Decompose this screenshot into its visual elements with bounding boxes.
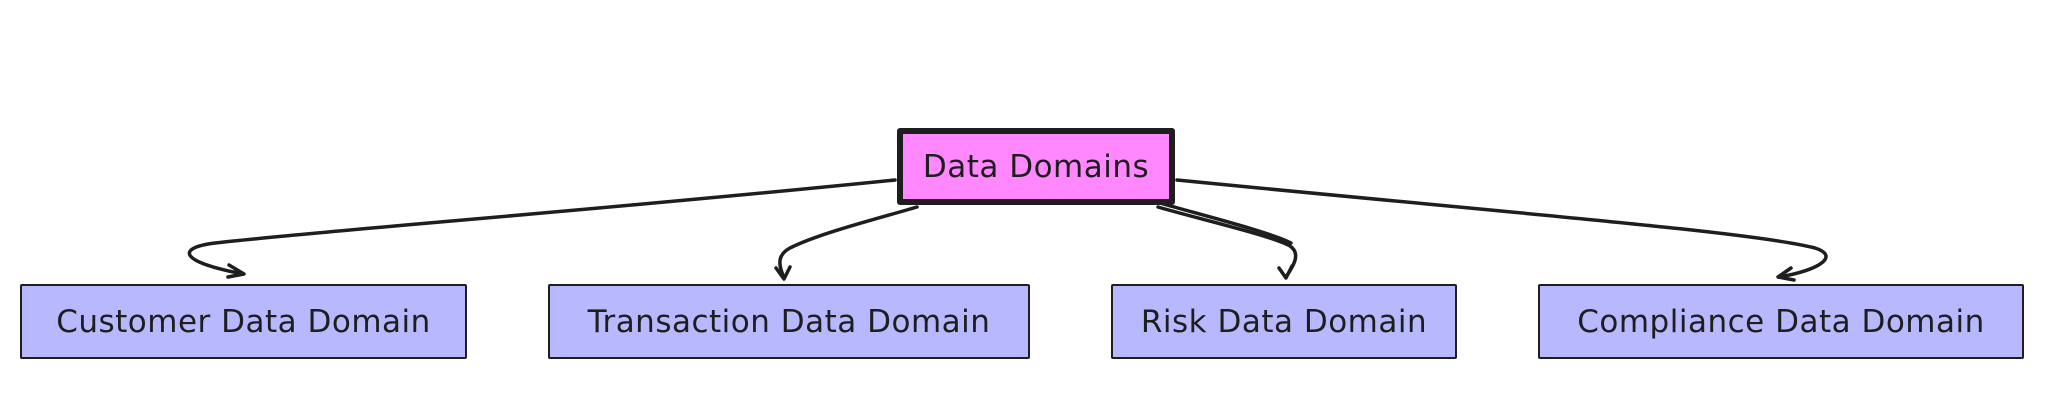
node-data-domains[interactable]: Data Domains: [897, 128, 1175, 205]
node-customer-data-domain[interactable]: Customer Data Domain: [20, 284, 467, 359]
node-label: Customer Data Domain: [56, 303, 431, 340]
node-label: Transaction Data Domain: [587, 303, 991, 340]
node-label: Risk Data Domain: [1140, 303, 1428, 340]
node-label: Data Domains: [922, 148, 1150, 185]
connector-customer: [187, 178, 897, 279]
connector-transaction: [774, 205, 919, 281]
node-label: Compliance Data Domain: [1577, 303, 1985, 340]
connector-risk: [1156, 201, 1298, 280]
node-compliance-data-domain[interactable]: Compliance Data Domain: [1538, 284, 2024, 359]
connector-compliance: [1175, 178, 1828, 282]
node-transaction-data-domain[interactable]: Transaction Data Domain: [548, 284, 1030, 359]
node-risk-data-domain[interactable]: Risk Data Domain: [1111, 284, 1457, 359]
